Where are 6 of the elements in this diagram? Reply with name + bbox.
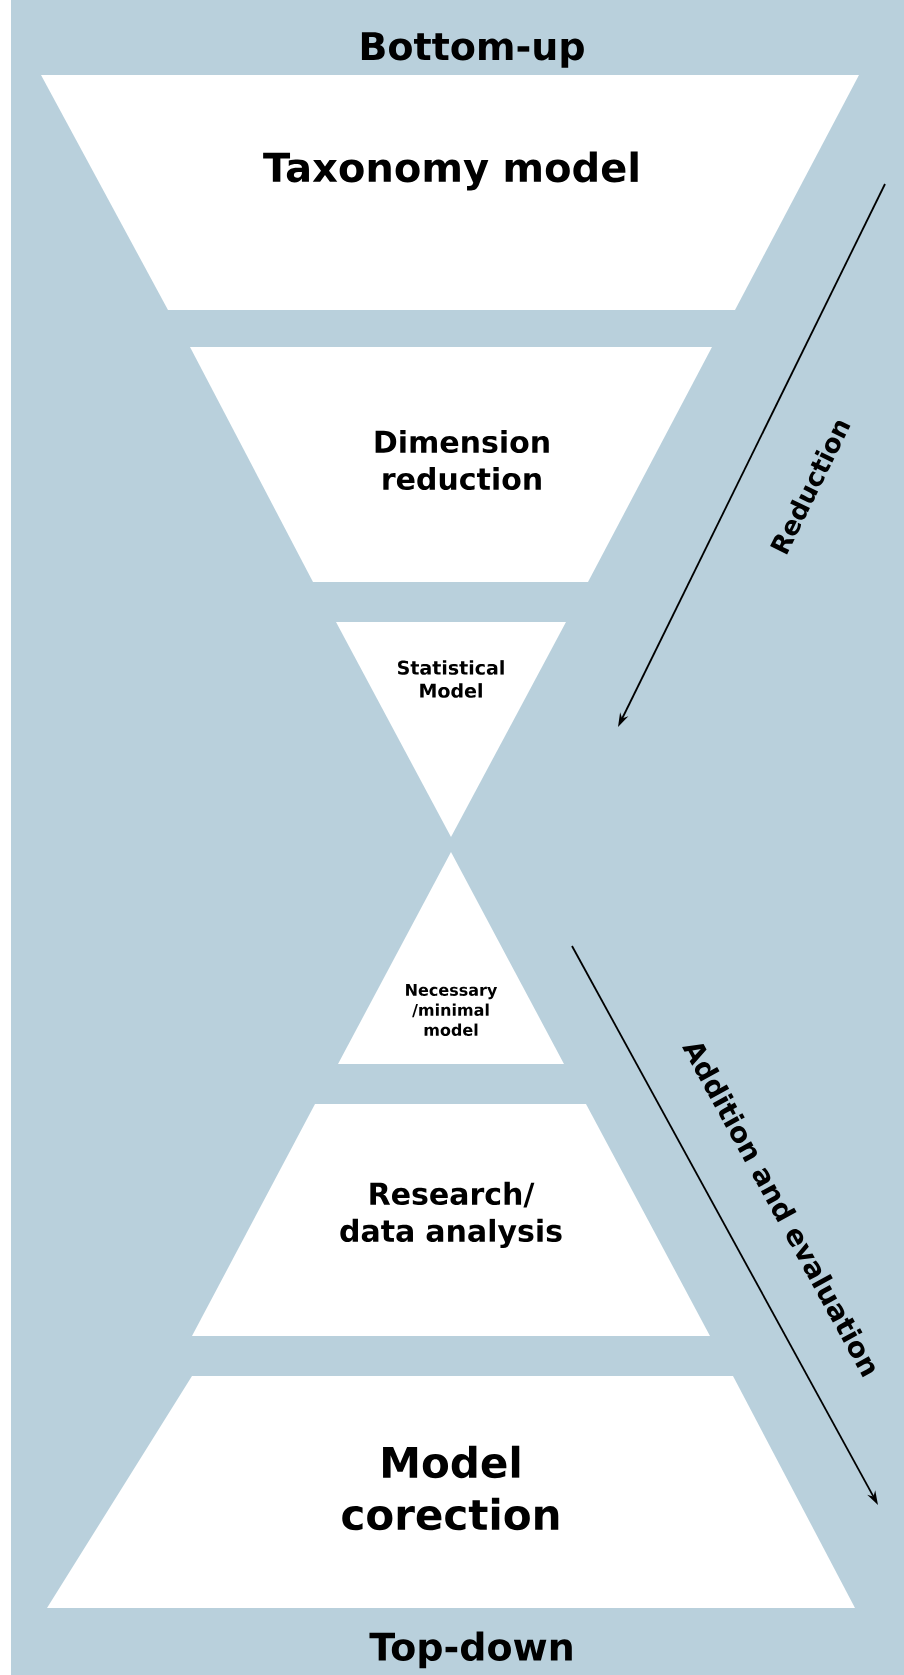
trapezoid-band: Research/ data analysis [192,1104,710,1336]
trapezoid-band: Model corection [47,1376,855,1608]
trapezoid-band: Taxonomy model [41,75,859,310]
triangle-band: Necessary /minimal model [338,852,564,1064]
trapezoid-band: Dimension reduction [190,347,712,582]
triangle-band: Statistical Model [336,622,566,837]
